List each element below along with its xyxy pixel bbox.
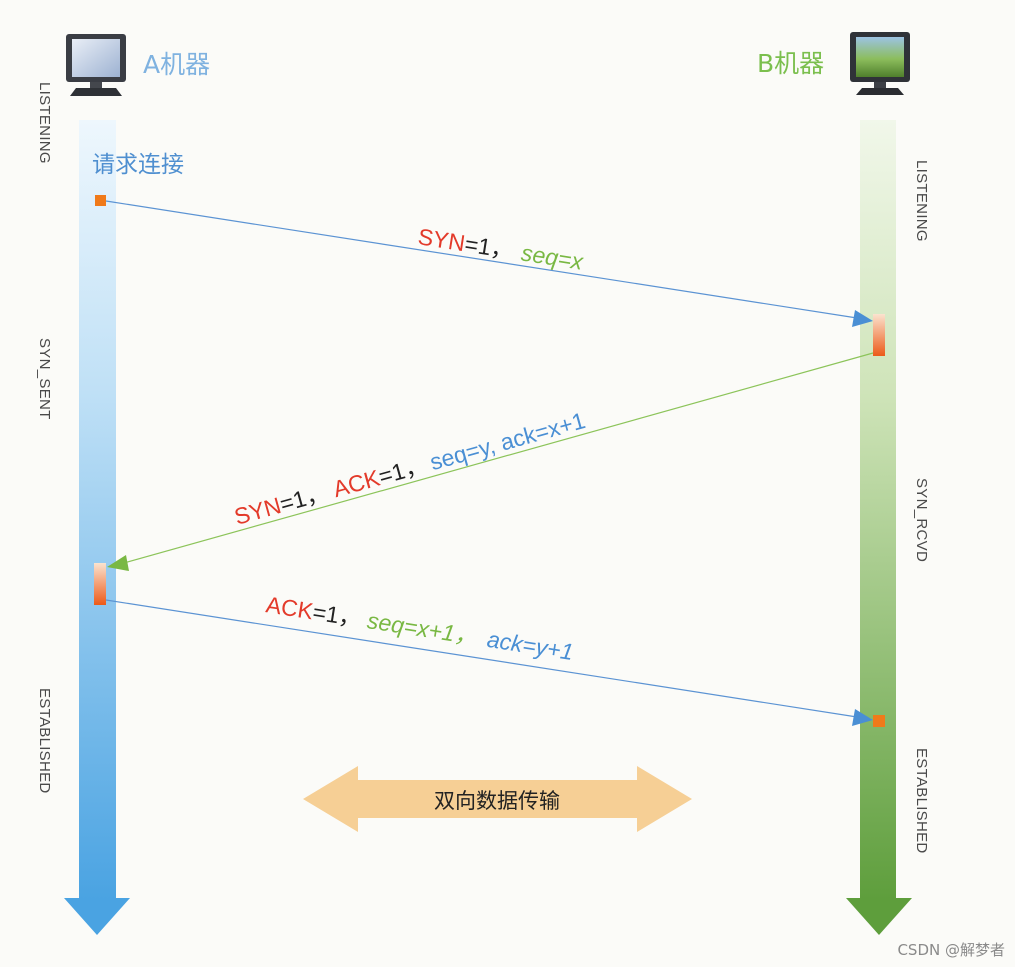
m1-seq: seq=x: [519, 239, 586, 275]
state-b-syn-rcvd: SYN_RCVD: [913, 478, 930, 562]
timeline-a-arrowhead: [64, 898, 130, 935]
message-1-arrowhead: [852, 310, 873, 327]
state-a-listening: LISTENING: [36, 82, 53, 164]
marker-b-syn-rcvd: [873, 314, 885, 356]
message-2-label: SYN=1，ACK=1，seq=y, ack=x+1: [231, 407, 588, 530]
message-2-line: [123, 352, 874, 564]
message-2-arrowhead: [107, 555, 129, 571]
timeline-a-shaft: [79, 120, 116, 900]
m3-ack-val: =1，: [311, 599, 364, 632]
state-a-established: ESTABLISHED: [36, 688, 53, 794]
request-connection-label: 请求连接: [92, 152, 184, 178]
m3-acknum: ack=y+1: [485, 626, 575, 665]
message-3-label: ACK=1，seq=x+1，ack=y+1: [264, 591, 575, 665]
timeline-b-shaft: [860, 120, 896, 900]
watermark: CSDN @解梦者: [897, 941, 1005, 959]
marker-a-send-syn: [95, 195, 106, 206]
m2-syn: SYN: [231, 492, 284, 530]
host-a-label: A机器: [143, 50, 210, 79]
timeline-b-arrowhead: [846, 898, 912, 935]
marker-b-established: [873, 715, 885, 727]
computer-b-icon: [850, 32, 910, 95]
message-1-line: [105, 200, 858, 319]
state-b-established: ESTABLISHED: [913, 748, 930, 854]
message-3-line: [105, 599, 858, 718]
message-3-arrowhead: [852, 709, 873, 726]
computer-a-icon: [66, 34, 126, 96]
host-b-label: B机器: [757, 49, 824, 78]
m2-ack-val: =1，: [376, 451, 430, 489]
bidirectional-transfer-label: 双向数据传输: [434, 789, 560, 813]
m1-syn: SYN: [416, 223, 467, 256]
m2-ack: ACK: [330, 464, 383, 502]
message-1-label: SYN=1，seq=x: [416, 223, 586, 275]
marker-a-established: [94, 563, 106, 605]
state-b-listening: LISTENING: [913, 160, 930, 242]
m1-syn-val: =1，: [463, 231, 516, 264]
m2-syn-val: =1，: [277, 479, 331, 517]
bidirectional-transfer-arrow: [303, 766, 692, 832]
m3-ack: ACK: [264, 591, 315, 624]
state-a-syn-sent: SYN_SENT: [36, 338, 53, 420]
m2-rest: seq=y, ack=x+1: [427, 407, 588, 475]
